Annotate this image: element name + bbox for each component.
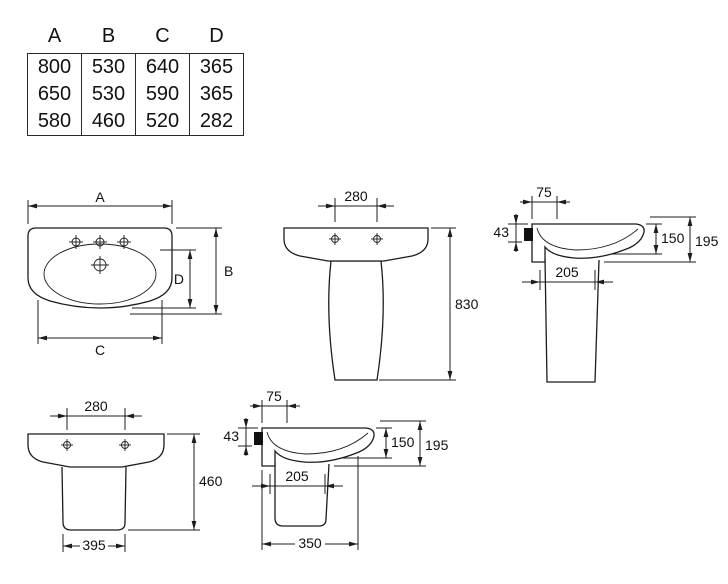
depth-label: 205: [285, 468, 309, 484]
table-cell: 590: [135, 81, 190, 108]
table-cell: 365: [189, 53, 244, 81]
table-cell: 365: [189, 81, 244, 108]
pedestal-width-label: 395: [82, 537, 106, 553]
table-cell: 800: [27, 53, 82, 81]
tap-hole-icon: [69, 235, 83, 249]
table-cell: 650: [27, 81, 82, 108]
basin-top-view-drawing: A D B: [27, 192, 233, 358]
height-label: 830: [455, 296, 479, 312]
dimension-setback: 75: [520, 186, 570, 219]
tap-hole-icon: [329, 233, 341, 245]
front-view-half-pedestal-drawing: 280 460 395: [27, 400, 223, 553]
dimension-total-height: 195: [334, 420, 449, 467]
total-height-label: 195: [695, 233, 719, 249]
setback-label: 75: [536, 186, 552, 200]
table-cell: 460: [81, 108, 136, 136]
table-cell: 530: [81, 81, 136, 108]
basin-outline: [283, 227, 429, 262]
tap-spacing-label: 280: [84, 400, 108, 414]
tap-hole-icon: [371, 233, 383, 245]
basin-profile: [531, 223, 645, 263]
table-header-row: A B C D: [28, 24, 244, 54]
depth-bottom-label: 350: [298, 535, 322, 551]
dimension-height: 460: [128, 433, 223, 531]
dimension-setback: 75: [250, 390, 300, 423]
table-cell: 282: [189, 108, 244, 136]
dimension-front-height: 150: [612, 223, 685, 255]
tap-spacing-label: 280: [344, 190, 368, 204]
tap-hole-icon: [117, 235, 131, 249]
bowl-section-line: [266, 431, 369, 455]
front-view-full-pedestal-drawing: 280 830: [283, 190, 479, 381]
dimension-depth-bottom: 350: [261, 456, 359, 551]
rim-drop-label: 43: [223, 428, 239, 444]
wall-bracket-icon: [254, 432, 263, 445]
depth-label: 205: [555, 264, 579, 280]
dim-a-label: A: [95, 192, 105, 205]
dimension-front-height: 150: [342, 427, 415, 459]
table-header-d: D: [209, 25, 224, 47]
tap-hole-icon: [93, 235, 107, 249]
table-header-c: C: [155, 25, 170, 47]
dimension-d: D: [132, 249, 196, 309]
dimension-total-height: 195: [604, 216, 719, 263]
front-height-label: 150: [661, 230, 685, 246]
basin-outline: [27, 433, 165, 468]
dimension-depth: 205: [252, 468, 343, 494]
table-cell: 520: [135, 108, 190, 136]
dimension-c: C: [37, 300, 163, 358]
pedestal-outline: [544, 257, 600, 383]
dimension-rim-drop: 43: [223, 418, 258, 456]
dimension-b: B: [130, 227, 233, 315]
dimension-height: 830: [379, 227, 479, 381]
basin-profile: [261, 427, 375, 467]
rim-drop-label: 43: [493, 224, 509, 240]
dim-d-label: D: [174, 271, 184, 287]
dimension-a: A: [27, 192, 173, 224]
side-view-half-pedestal-drawing: 75 43 150 195: [223, 390, 449, 551]
dimension-pedestal-width: 395: [62, 534, 126, 553]
side-view-full-pedestal-drawing: 75 43 150 195: [493, 186, 719, 383]
dimension-depth: 205: [522, 264, 613, 290]
setback-label: 75: [266, 390, 282, 404]
half-pedestal-outline: [61, 466, 127, 531]
dimension-tap-spacing: 280: [50, 400, 142, 430]
dimensions-table: A B C D 800 530 640 365 650 530 590 365 …: [27, 24, 244, 136]
table-row: 580 460 520 282: [27, 108, 244, 136]
tap-hole-icon: [61, 439, 73, 451]
pedestal-outline: [328, 260, 384, 381]
dimension-tap-spacing: 280: [318, 190, 394, 222]
table-header-b: B: [101, 25, 116, 47]
dim-c-label: C: [95, 342, 105, 358]
dimension-rim-drop: 43: [493, 214, 528, 252]
table-cell: 640: [135, 53, 190, 81]
table-row: 650 530 590 365: [27, 81, 244, 108]
height-label: 460: [199, 473, 223, 489]
front-height-label: 150: [391, 434, 415, 450]
table-header-a: A: [47, 25, 62, 47]
overflow-icon: [91, 256, 109, 274]
total-height-label: 195: [425, 437, 449, 453]
half-pedestal-outline: [274, 462, 330, 527]
dim-b-label: B: [224, 263, 233, 279]
wall-bracket-icon: [524, 228, 533, 241]
bowl-section-line: [536, 227, 639, 251]
tap-hole-icon: [119, 439, 131, 451]
table-row: 800 530 640 365: [27, 53, 244, 81]
table-cell: 530: [81, 53, 136, 81]
table-cell: 580: [27, 108, 82, 136]
